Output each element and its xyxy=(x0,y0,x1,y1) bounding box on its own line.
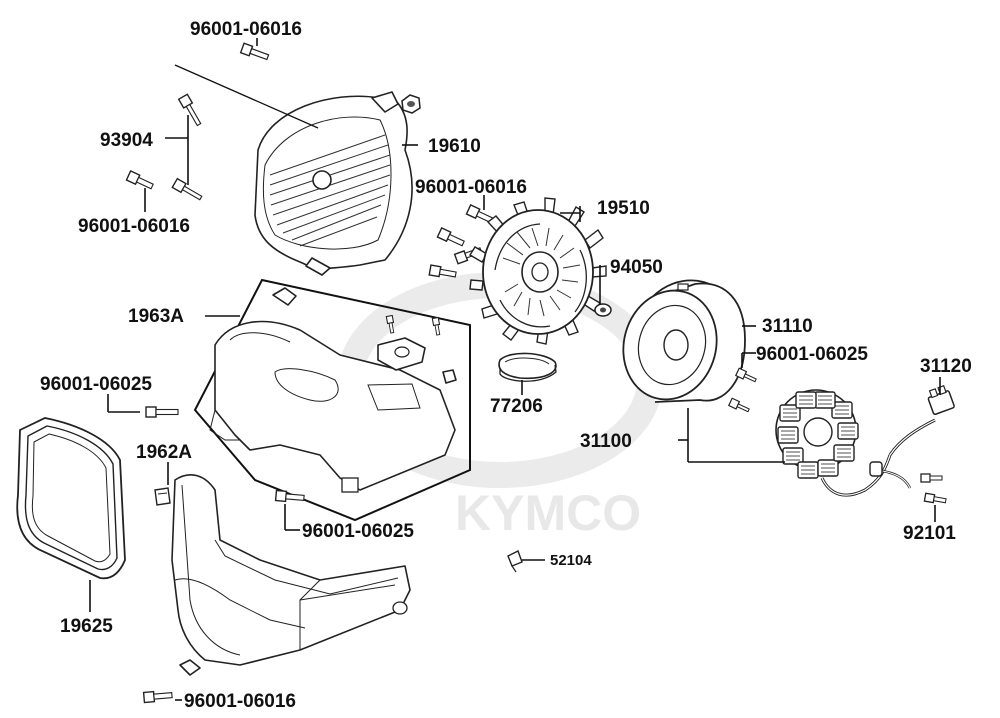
fan-cover-19610 xyxy=(254,91,413,276)
part-label-92101: 92101 xyxy=(903,523,956,544)
part-label-96001-06016-mid: 96001-06016 xyxy=(415,177,527,198)
part-label-31100: 31100 xyxy=(580,431,632,452)
group-frame xyxy=(193,278,471,522)
part-label-1963A: 1963A xyxy=(128,306,184,327)
screw-icon xyxy=(734,367,757,383)
bolt-icon xyxy=(239,42,270,61)
part-label-96001-06016-left: 96001-06016 xyxy=(78,216,190,237)
rubber-grommet-77206 xyxy=(498,352,557,382)
bolt-icon xyxy=(142,690,173,704)
part-label-1962A: 1962A xyxy=(136,442,192,463)
bolt-icon xyxy=(923,492,947,504)
fan-cover-hub xyxy=(312,170,332,190)
part-label-94050: 94050 xyxy=(610,257,663,278)
screw-icon xyxy=(431,316,441,336)
part-label-19610: 19610 xyxy=(428,136,481,157)
screw-icon xyxy=(385,314,395,334)
screw-icon xyxy=(727,397,750,413)
part-label-96001-06016-top: 96001-06016 xyxy=(190,19,302,40)
pointer-line xyxy=(174,64,319,129)
part-label-77206: 77206 xyxy=(490,396,543,417)
cooling-fan-19510 xyxy=(469,197,607,345)
clip-icon xyxy=(507,550,523,573)
stator-31120 xyxy=(775,384,955,497)
part-label-96001-06016-bottom: 96001-06016 xyxy=(184,691,296,712)
leader-lines xyxy=(89,38,941,701)
fan-cover-grille xyxy=(269,134,391,247)
bolt-icon xyxy=(465,204,494,224)
part-label-52104: 52104 xyxy=(550,552,592,569)
shroud-1963A-group xyxy=(193,278,471,522)
gasket-19625 xyxy=(16,417,126,580)
part-label-31110: 31110 xyxy=(762,316,813,337)
screw-icon xyxy=(177,93,202,127)
nut-icon xyxy=(401,94,421,114)
part-label-31120: 31120 xyxy=(920,356,972,377)
part-label-19510: 19510 xyxy=(597,198,650,219)
part-label-96001-06025-left: 96001-06025 xyxy=(40,374,152,395)
part-label-19625: 19625 xyxy=(60,616,113,637)
clip-icon xyxy=(154,487,171,506)
nut-icon xyxy=(594,303,612,317)
bolt-icon xyxy=(436,227,465,247)
flywheel-31110 xyxy=(622,279,746,403)
bolt-icon xyxy=(125,170,154,190)
lower-shroud-1962A xyxy=(171,474,411,676)
bolt-icon xyxy=(920,473,943,483)
part-label-96001-06025-center: 96001-06025 xyxy=(302,521,414,542)
watermark-text: KYMCO xyxy=(455,485,641,541)
screw-icon xyxy=(171,177,203,201)
bolt-icon xyxy=(428,264,457,278)
part-label-93904: 93904 xyxy=(100,130,153,151)
part-label-96001-06025-right: 96001-06025 xyxy=(756,344,868,365)
bolt-icon xyxy=(274,489,305,503)
bolt-icon xyxy=(145,406,179,418)
